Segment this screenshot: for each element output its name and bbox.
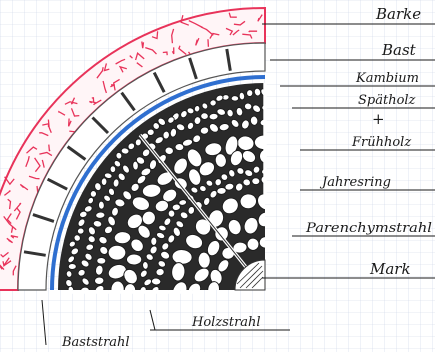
wood-cell — [151, 278, 161, 286]
wood-cell — [151, 237, 157, 246]
wood-cell — [94, 277, 104, 285]
label-jahresring: Jahresring — [319, 175, 391, 190]
wood-cell — [97, 257, 106, 264]
wood-cell — [108, 245, 126, 260]
label-spaetholz: Spätholz — [358, 93, 416, 108]
wood-cell — [168, 210, 175, 218]
wood-cell — [247, 238, 260, 251]
wood-cell — [231, 96, 238, 102]
wood-cell — [95, 212, 105, 219]
label-holzstrahl: Holzstrahl — [191, 315, 261, 330]
wood-cell — [217, 187, 227, 194]
label-bast: Bast — [381, 41, 417, 59]
wood-cell — [68, 263, 76, 269]
label-parenchymstrahl: Parenchymstrahl — [305, 221, 432, 236]
wood-cell — [101, 178, 107, 186]
label-baststrahl: Baststrahl — [61, 335, 130, 350]
wood-cell — [126, 254, 141, 265]
wood-cell — [110, 166, 116, 173]
wood-cell — [121, 147, 130, 154]
wood-cell — [115, 152, 122, 160]
wood-cell — [132, 161, 138, 170]
wood-cell — [98, 201, 104, 209]
wood-cell — [113, 179, 120, 188]
label-fruehholz: Frühholz — [351, 135, 411, 150]
wood-cell — [114, 231, 131, 244]
wood-cell — [77, 228, 84, 234]
wood-cell — [142, 261, 148, 269]
label-kambium: Kambium — [355, 71, 419, 86]
wood-cell — [175, 143, 184, 150]
wood-cell — [239, 92, 246, 100]
label-mark: Mark — [369, 260, 411, 278]
label-barke: Barke — [375, 5, 421, 23]
wood-cell — [252, 178, 260, 185]
label-plus: + — [372, 110, 385, 128]
wood-cell — [135, 138, 142, 146]
wood-cell — [200, 113, 208, 120]
wood-cell — [90, 190, 97, 197]
